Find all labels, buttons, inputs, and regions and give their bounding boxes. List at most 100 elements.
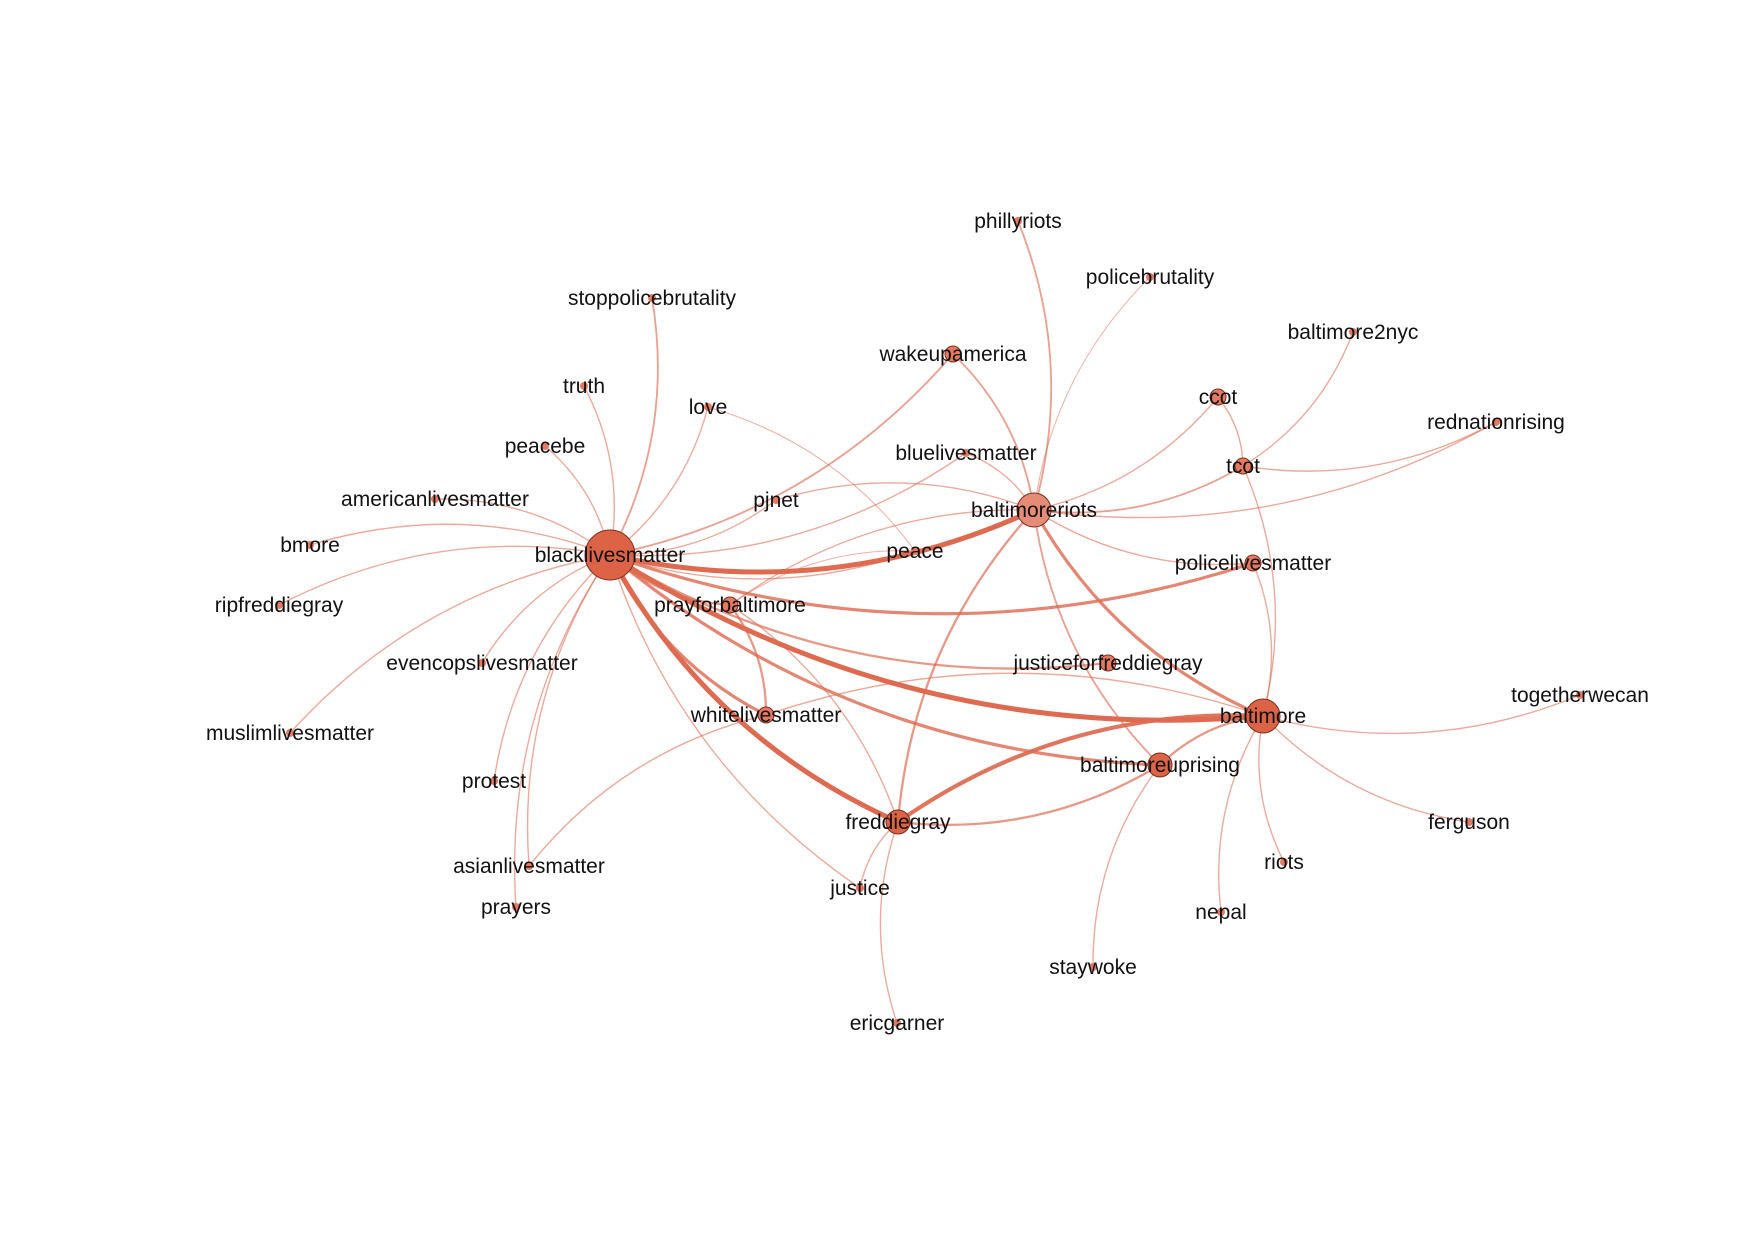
edge-baltimoreriots-phillyriots xyxy=(1017,220,1053,511)
node-label-tcot: tcot xyxy=(1226,455,1260,478)
edge-freddiegray-prayforbaltimore xyxy=(729,604,899,823)
node-label-baltimoreuprising: baltimoreuprising xyxy=(1080,754,1240,777)
edge-baltimoreriots-baltimore xyxy=(1032,509,1264,718)
node-truth[interactable] xyxy=(580,382,588,390)
edge-blacklivesmatter-baltimoreriots xyxy=(609,507,1036,575)
edge-baltimore-tcot xyxy=(1242,465,1277,717)
edge-blacklivesmatter-bmore xyxy=(309,523,611,556)
node-staywoke[interactable] xyxy=(1089,963,1097,971)
edge-baltimoreuprising-staywoke xyxy=(1092,764,1161,968)
edge-blacklivesmatter-bluelivesmatter xyxy=(609,452,967,557)
node-label-baltimore: baltimore xyxy=(1220,705,1306,728)
edge-peace-love xyxy=(707,406,916,552)
node-label-rednationrising: rednationrising xyxy=(1427,411,1565,434)
node-label-nepal: nepal xyxy=(1195,901,1246,924)
node-label-ccot: ccot xyxy=(1199,386,1238,409)
node-baltimore[interactable] xyxy=(1245,698,1281,734)
node-pjnet[interactable] xyxy=(772,496,780,504)
node-ripfreddiegray[interactable] xyxy=(275,601,283,609)
node-prayforbaltimore[interactable] xyxy=(721,596,739,614)
edge-peace-prayforbaltimore xyxy=(729,550,916,606)
edge-blacklivesmatter-baltimore xyxy=(608,552,1264,723)
nodes-layer xyxy=(275,217,1584,1027)
node-asianlivesmatter[interactable] xyxy=(525,862,533,870)
node-love[interactable] xyxy=(704,403,712,411)
node-tcot[interactable] xyxy=(1234,457,1252,475)
node-ferguson[interactable] xyxy=(1465,818,1473,826)
node-justiceforfreddiegray[interactable] xyxy=(1099,654,1117,672)
node-label-muslimlivesmatter: muslimlivesmatter xyxy=(206,722,374,745)
node-ccot[interactable] xyxy=(1209,388,1227,406)
node-peacebe[interactable] xyxy=(541,442,549,450)
edge-freddiegray-baltimoreuprising xyxy=(897,764,1161,827)
edge-baltimoreriots-baltimoreuprising xyxy=(1033,509,1161,766)
edge-tcot-rednationrising xyxy=(1242,421,1497,472)
edge-baltimore-freddiegray xyxy=(896,713,1264,824)
edge-blacklivesmatter-stoppolicebrutality xyxy=(609,297,659,556)
node-label-justice: justice xyxy=(829,877,890,900)
node-label-protest: protest xyxy=(462,770,526,793)
edge-baltimore-togetherwecan xyxy=(1262,694,1581,735)
node-baltimoreuprising[interactable] xyxy=(1147,752,1173,778)
node-label-love: love xyxy=(689,396,728,419)
node-policebrutality[interactable] xyxy=(1146,273,1154,281)
edge-whitelivesmatter-prayforbaltimore xyxy=(729,604,768,716)
node-bmore[interactable] xyxy=(306,541,314,549)
node-riots[interactable] xyxy=(1280,858,1288,866)
node-muslimlivesmatter[interactable] xyxy=(286,729,294,737)
node-label-prayers: prayers xyxy=(481,896,551,919)
node-label-prayforbaltimore: prayforbaltimore xyxy=(654,594,806,617)
node-freddiegray[interactable] xyxy=(885,809,911,835)
node-wakeupamerica[interactable] xyxy=(944,345,962,363)
node-label-evencopslivesmatter: evencopslivesmatter xyxy=(386,652,577,675)
node-bluelivesmatter[interactable] xyxy=(962,449,970,457)
node-label-staywoke: staywoke xyxy=(1049,956,1137,979)
edge-blacklivesmatter-baltimoreuprising xyxy=(608,553,1161,767)
node-prayers[interactable] xyxy=(512,903,520,911)
node-label-freddiegray: freddiegray xyxy=(845,811,951,834)
node-baltimore2nyc[interactable] xyxy=(1349,328,1357,336)
node-phillyriots[interactable] xyxy=(1014,217,1022,225)
edge-blacklivesmatter-prayers xyxy=(513,554,611,908)
edge-baltimore-whitelivesmatter xyxy=(765,672,1264,717)
node-label-phillyriots: phillyriots xyxy=(974,210,1062,233)
node-label-riots: riots xyxy=(1264,851,1304,874)
edge-whitelivesmatter-asianlivesmatter xyxy=(528,714,767,867)
edge-blacklivesmatter-policelivesmatter xyxy=(609,553,1254,616)
edges-layer xyxy=(278,220,1581,1024)
edge-baltimoreriots-tcot xyxy=(1033,465,1244,514)
node-label-truth: truth xyxy=(563,375,605,398)
node-label-asianlivesmatter: asianlivesmatter xyxy=(453,855,605,878)
edge-blacklivesmatter-justiceforfreddiegray xyxy=(609,554,1109,670)
node-justice[interactable] xyxy=(856,884,864,892)
node-label-policelivesmatter: policelivesmatter xyxy=(1175,552,1331,575)
node-evencopslivesmatter[interactable] xyxy=(478,659,486,667)
edge-baltimore-riots xyxy=(1258,715,1285,863)
node-label-bmore: bmore xyxy=(280,534,340,557)
node-label-bluelivesmatter: bluelivesmatter xyxy=(895,442,1036,465)
node-nepal[interactable] xyxy=(1217,908,1225,916)
edge-blacklivesmatter-muslimlivesmatter xyxy=(289,554,611,734)
node-ericgarner[interactable] xyxy=(893,1019,901,1027)
node-label-baltimoreriots: baltimoreriots xyxy=(971,499,1097,522)
edge-baltimoreriots-prayforbaltimore xyxy=(729,509,1035,606)
node-togetherwecan[interactable] xyxy=(1576,691,1584,699)
node-label-peacebe: peacebe xyxy=(505,435,586,458)
node-stoppolicebrutality[interactable] xyxy=(648,294,656,302)
node-label-wakeupamerica: wakeupamerica xyxy=(878,343,1026,366)
node-whitelivesmatter[interactable] xyxy=(757,706,775,724)
node-americanlivesmatter[interactable] xyxy=(431,495,439,503)
node-policelivesmatter[interactable] xyxy=(1244,554,1262,572)
labels-layer: blacklivesmatterbaltimoreriotsbaltimoref… xyxy=(206,210,1649,1035)
node-baltimoreriots[interactable] xyxy=(1016,492,1052,528)
node-protest[interactable] xyxy=(490,777,498,785)
edge-baltimoreriots-policelivesmatter xyxy=(1033,509,1254,566)
edge-baltimore-ferguson xyxy=(1262,715,1470,823)
edge-blacklivesmatter-justice xyxy=(609,554,861,889)
edge-blacklivesmatter-peace xyxy=(609,550,916,580)
node-peace[interactable] xyxy=(911,547,919,555)
node-blacklivesmatter[interactable] xyxy=(584,529,636,581)
node-rednationrising[interactable] xyxy=(1492,418,1500,426)
node-label-whitelivesmatter: whitelivesmatter xyxy=(690,704,842,727)
